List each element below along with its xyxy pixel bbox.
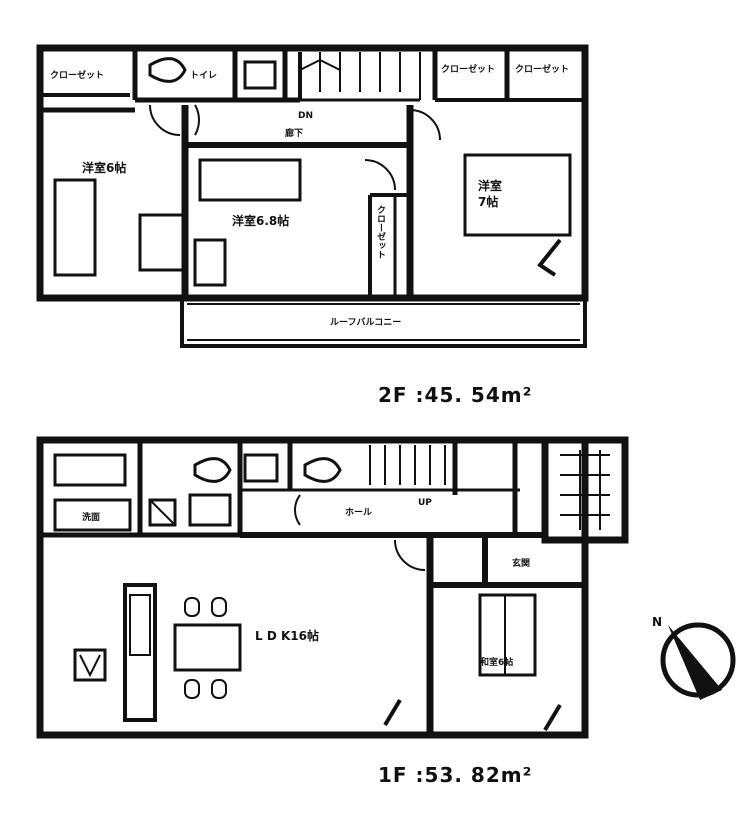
floor-2-area: 2F :45. 54m²	[378, 383, 532, 407]
entrance-bump	[541, 436, 629, 544]
western-room-left-label: 洋室6帖	[82, 160, 126, 175]
compass-north-label: N	[652, 615, 662, 629]
washroom-label: 洗面	[82, 511, 100, 523]
hall-1f-label: ホール	[345, 507, 372, 518]
closet-vertical-label: クローゼット	[375, 205, 386, 259]
hall-down-label: DN	[298, 111, 313, 121]
closet-c-label: クローゼット	[515, 63, 569, 75]
floor-2-labels: クローゼット トイレ クローゼット クローゼット DN 廊下 洋室6帖 洋室6.…	[50, 63, 569, 328]
stairs-up-label: UP	[418, 498, 432, 508]
hall-2f-label: 廊下	[285, 127, 303, 139]
floor-1-labels: 洗面 ホール UP 玄関 L D K16帖 和室6帖	[82, 498, 530, 668]
floor-1-area: 1F :53. 82m²	[378, 763, 532, 787]
floor-1-plan	[36, 436, 629, 739]
balcony-outline	[180, 296, 587, 348]
closet-b-label: クローゼット	[441, 63, 495, 75]
japanese-room-label: 和室6帖	[479, 656, 513, 668]
compass-icon: N	[652, 615, 736, 700]
floor-2-plan	[36, 44, 589, 348]
balcony-label: ルーフバルコニー	[330, 317, 401, 328]
closet-a-label: クローゼット	[50, 69, 104, 81]
western-room-center-label: 洋室6.8帖	[232, 213, 289, 228]
toilet-label: トイレ	[190, 70, 217, 81]
entrance-label: 玄関	[512, 557, 530, 569]
ldk-label: L D K16帖	[255, 628, 319, 643]
